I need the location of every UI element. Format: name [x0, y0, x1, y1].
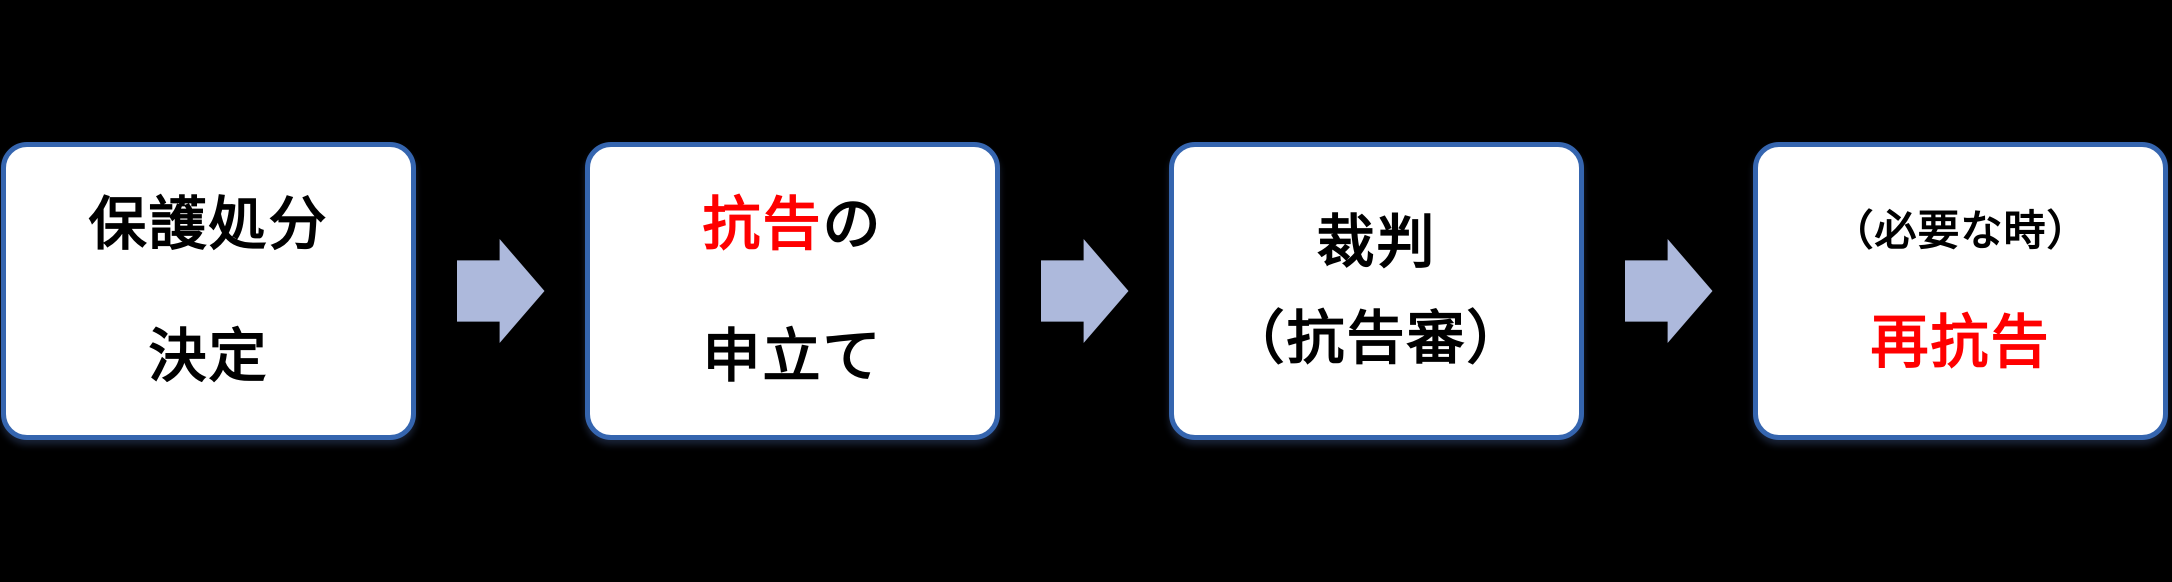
- step-2-line-1-highlight: 抗告: [702, 192, 823, 257]
- step-box-trial-appeal-hearing: 裁判 （抗告審）: [1169, 142, 1584, 440]
- step-2-line-1-text: の: [822, 192, 883, 257]
- step-box-protective-disposition-decision: 保護処分 決定: [1, 142, 416, 440]
- step-2-line-1: 抗告の: [702, 196, 882, 254]
- step-1-line-2-text: 決定: [148, 324, 269, 389]
- arrow-slot-2: [1000, 142, 1169, 440]
- step-2-line-2: 申立て: [702, 328, 882, 386]
- step-3-line-2-text: （抗告審）: [1226, 306, 1527, 371]
- flow-row: 保護処分 決定 抗告の 申立て 裁判 （抗告審）: [1, 142, 2168, 440]
- right-arrow-icon: [456, 239, 545, 343]
- step-3-line-1: 裁判: [1316, 214, 1436, 272]
- step-box-re-appeal: （必要な時） 再抗告: [1753, 142, 2168, 440]
- step-4-line-2-highlight: 再抗告: [1870, 310, 2051, 375]
- step-3-line-2: （抗告審）: [1226, 310, 1526, 368]
- arrow-slot-3: [1584, 142, 1753, 440]
- step-1-line-1: 保護処分: [88, 196, 328, 254]
- step-4-line-1-text: （必要な時）: [1831, 207, 2090, 254]
- step-1-line-1-text: 保護処分: [88, 192, 329, 257]
- step-box-appeal-filing: 抗告の 申立て: [585, 142, 1000, 440]
- right-arrow-icon: [1040, 239, 1129, 343]
- arrow-slot-1: [416, 142, 585, 440]
- step-2-line-2-text: 申立て: [702, 324, 883, 389]
- right-arrow-icon: [1624, 239, 1713, 343]
- step-1-line-2: 決定: [148, 328, 268, 386]
- step-4-line-2: 再抗告: [1870, 314, 2050, 372]
- step-3-line-1-text: 裁判: [1316, 210, 1437, 275]
- step-4-line-1: （必要な時）: [1831, 210, 2089, 252]
